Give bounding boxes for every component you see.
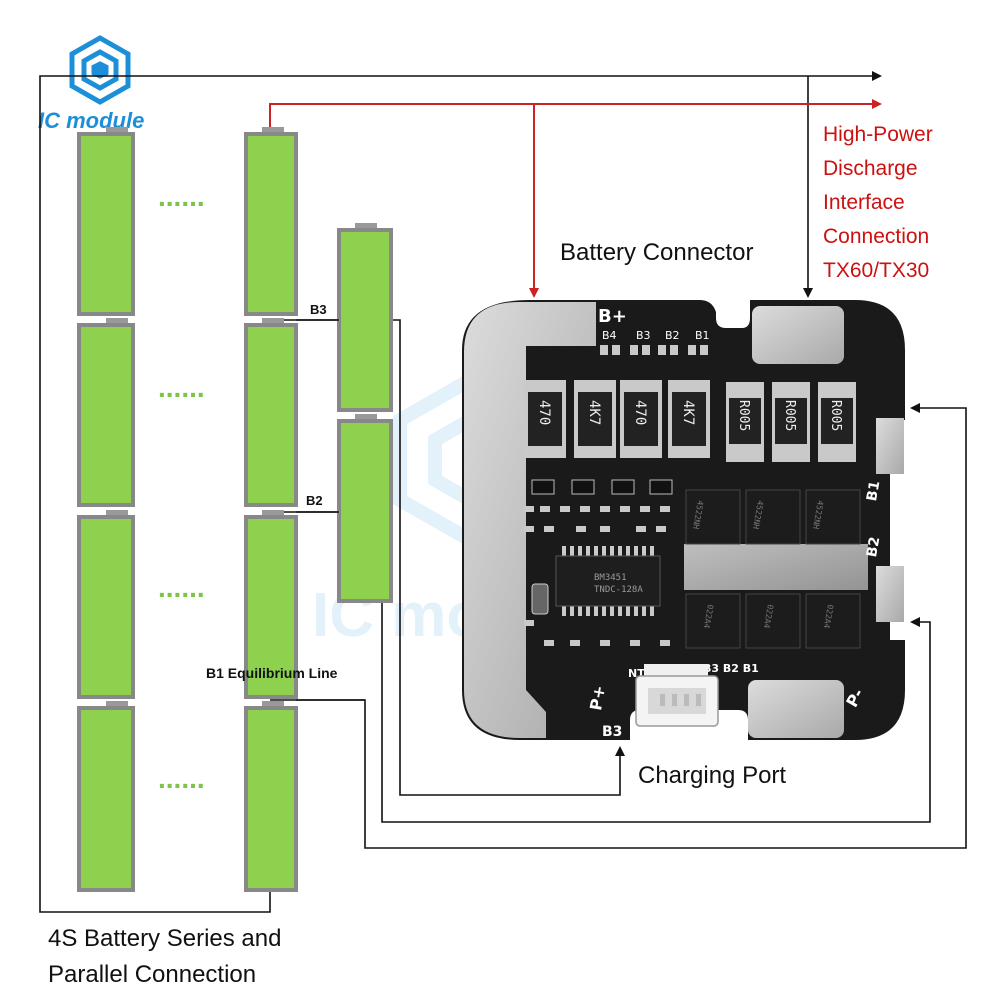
- discharge-line: Discharge: [823, 157, 918, 180]
- silk-p-plus: P+: [586, 684, 609, 712]
- battery-cell: [77, 127, 135, 316]
- resistor-label: 470: [536, 400, 552, 425]
- dots: ......: [158, 763, 205, 794]
- ic-marking: TNDC-128A: [594, 585, 643, 595]
- battery-caption-line: Parallel Connection: [48, 961, 256, 988]
- discharge-line: Interface: [823, 191, 905, 214]
- b2-tab-pad: [876, 566, 904, 622]
- logo-text: IC module: [38, 108, 144, 133]
- silk-b-plus: B+: [598, 306, 627, 327]
- red-positive-wire: [269, 99, 882, 135]
- dots: ......: [158, 572, 205, 603]
- parallel-dots: ...... ...... ...... ......: [158, 181, 205, 794]
- silk-b1-side: B1: [864, 480, 883, 503]
- battery-column-middle: [244, 127, 298, 892]
- discharge-line: High-Power: [823, 123, 933, 146]
- bms-pcb-board: B+ B- B4 B3 B2 B1 B1 B2 P+ P- B3 NTC B3 …: [462, 300, 905, 740]
- battery-cell: [337, 223, 393, 412]
- resistor: R005: [818, 382, 856, 462]
- mosfets: 4522NH 4522NH 4522NH 022A4 022A4 022A4: [685, 489, 861, 649]
- mosfet: [685, 489, 741, 545]
- battery-column-left: [77, 127, 135, 892]
- silk-b3: B3: [636, 329, 651, 342]
- discharge-interface-label: High-Power Discharge Interface Connectio…: [823, 123, 933, 282]
- battery-cell: [337, 414, 393, 603]
- resistor: R005: [772, 382, 810, 462]
- mosfet: [745, 489, 801, 545]
- silk-b2-side: B2: [864, 536, 883, 559]
- charging-port-label: Charging Port: [638, 762, 786, 789]
- dots: ......: [158, 181, 205, 212]
- battery-caption-line: 4S Battery Series and: [48, 925, 281, 952]
- discharge-line: TX60/TX30: [823, 259, 929, 282]
- p-minus-pad: [748, 680, 844, 738]
- silk-b-minus: B-: [718, 308, 739, 329]
- logo-hex-icon: [69, 35, 131, 105]
- mosfet: [805, 489, 861, 545]
- resistor-label: R005: [828, 400, 843, 431]
- mosfet: [745, 593, 801, 649]
- resistor-label: 4K7: [586, 400, 602, 425]
- resistor: 470: [524, 380, 566, 458]
- b2-label: B2: [306, 493, 323, 508]
- b-minus-pad: [752, 306, 844, 364]
- small-transistors: [531, 479, 673, 495]
- smd-passives: [524, 506, 670, 646]
- silk-b2: B2: [665, 329, 680, 342]
- charging-connector: [635, 664, 719, 727]
- center-metal-strip: [684, 544, 868, 590]
- mosfet-marking: 022A4: [762, 604, 775, 629]
- silk-b1: B1: [695, 329, 710, 342]
- b1-tab-pad: [876, 418, 904, 474]
- mosfet-marking: 022A4: [702, 604, 715, 629]
- battery-cell: [244, 510, 298, 699]
- mosfet: [805, 593, 861, 649]
- capacitor: [531, 583, 549, 615]
- battery-cell: [77, 510, 135, 699]
- balance-stubs: [296, 319, 365, 701]
- black-main-wire: [39, 71, 882, 913]
- silk-b3-bottom: B3: [602, 724, 622, 740]
- battery-connector-label: Battery Connector: [560, 239, 753, 266]
- battery-cell: [244, 701, 298, 892]
- silk-b4: B4: [602, 329, 617, 342]
- mosfet: [685, 593, 741, 649]
- resistor-label: R005: [736, 400, 751, 431]
- mosfet-marking: 022A4: [822, 604, 835, 629]
- discharge-line: Connection: [823, 225, 929, 248]
- b-plus-pad: [464, 302, 596, 738]
- smd-pads-top: [600, 345, 708, 355]
- silk-balance-top: B4 B3 B2 B1: [602, 329, 710, 342]
- battery-caption: 4S Battery Series and Parallel Connectio…: [48, 925, 281, 988]
- logo: IC module: [38, 35, 144, 133]
- resistor: 4K7: [574, 380, 616, 458]
- dots: ......: [158, 372, 205, 403]
- battery-cell: [77, 701, 135, 892]
- battery-column-right: [337, 223, 393, 603]
- silk-b3b2b1: B3 B2 B1: [703, 662, 759, 675]
- resistor: R005: [726, 382, 764, 462]
- b3-label: B3: [310, 302, 327, 317]
- battery-cell: [244, 127, 298, 316]
- battery-cell: [244, 318, 298, 507]
- resistor-label: R005: [782, 400, 797, 431]
- shunt-resistors-right: R005 R005 R005: [726, 382, 856, 462]
- resistor-label: 470: [632, 400, 648, 425]
- shunt-resistors-left: 470 4K7 470 4K7: [524, 380, 710, 458]
- battery-cell: [77, 318, 135, 507]
- ic-marking: BM3451: [594, 573, 627, 583]
- resistor: 4K7: [668, 380, 710, 458]
- resistor: 470: [620, 380, 662, 458]
- equilibrium-line-label: B1 Equilibrium Line: [206, 665, 338, 681]
- resistor-label: 4K7: [680, 400, 696, 425]
- bms-ic: BM3451 TNDC-128A: [555, 546, 661, 616]
